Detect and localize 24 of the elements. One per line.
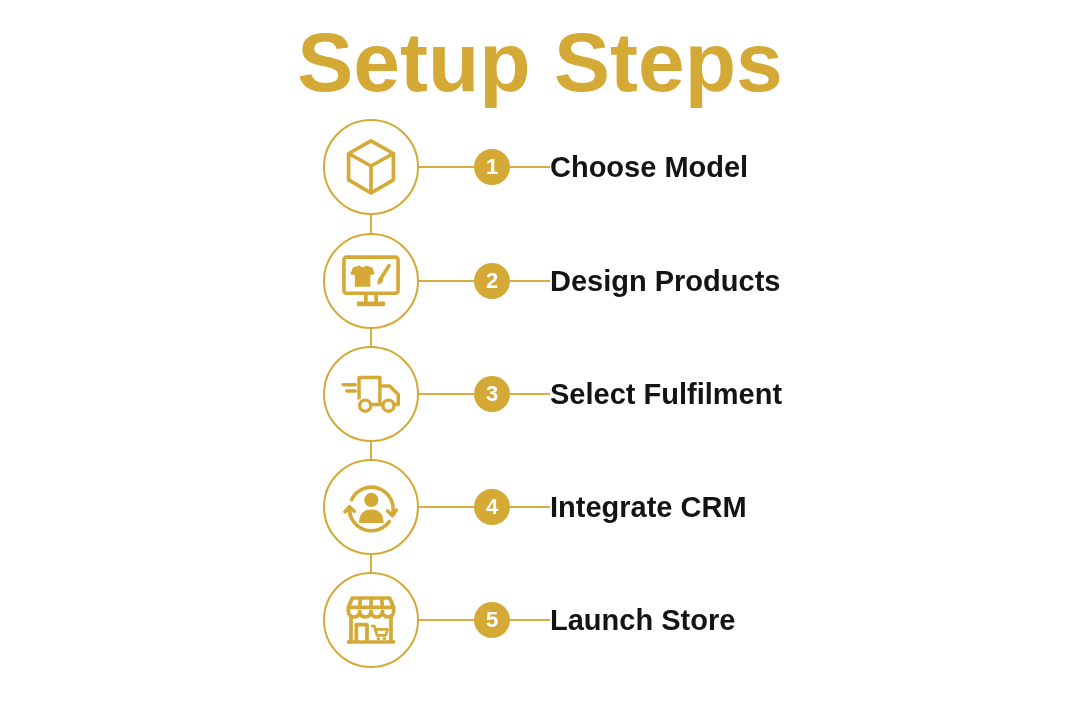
connector-line	[370, 554, 372, 573]
connector-line	[509, 393, 551, 395]
step-number: 4	[474, 489, 510, 525]
connector-line	[370, 328, 372, 347]
step-number: 2	[474, 263, 510, 299]
connector-line	[509, 280, 551, 282]
step-label: Choose Model	[550, 149, 749, 185]
connector-line	[418, 506, 475, 508]
connector-line	[509, 506, 551, 508]
step-label: Design Products	[550, 263, 781, 299]
step-label: Integrate CRM	[550, 489, 747, 525]
connector-line	[370, 214, 372, 234]
connector-line	[509, 166, 551, 168]
connector-line	[418, 280, 475, 282]
connector-line	[418, 619, 475, 621]
connector-line	[509, 619, 551, 621]
step-number: 5	[474, 602, 510, 638]
connector-line	[370, 441, 372, 460]
connector-line	[418, 166, 475, 168]
step-label: Select Fulfilment	[550, 376, 783, 412]
step-label: Launch Store	[550, 602, 736, 638]
step-number: 3	[474, 376, 510, 412]
step-number: 1	[474, 149, 510, 185]
connector-line	[418, 393, 475, 395]
